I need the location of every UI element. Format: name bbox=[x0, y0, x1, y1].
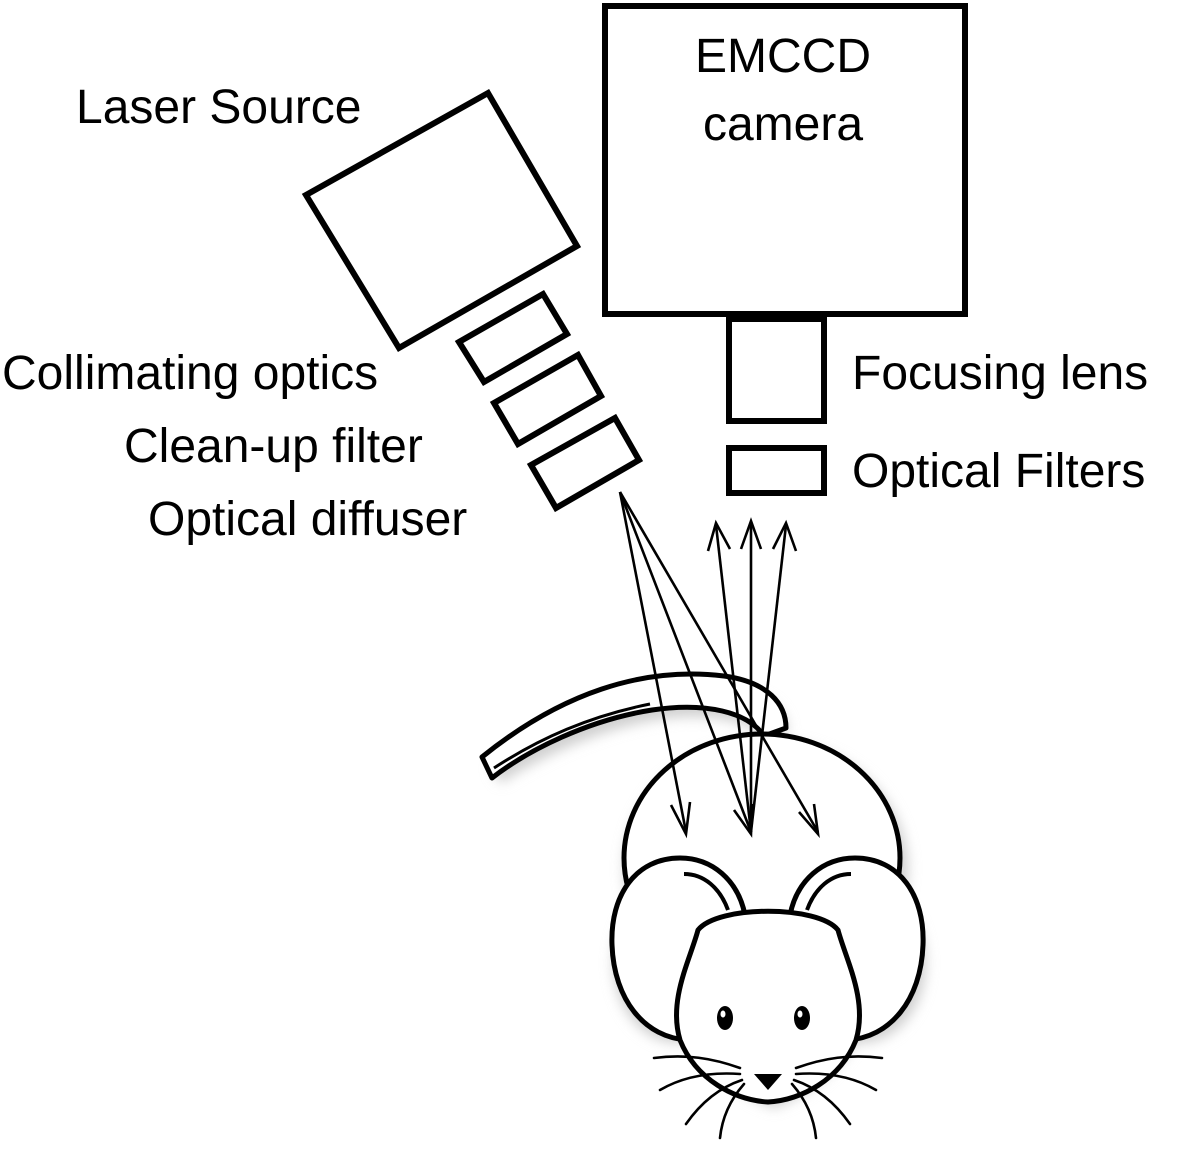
laser-source-label: Laser Source bbox=[76, 81, 362, 134]
mouse-right-eye bbox=[794, 1006, 810, 1030]
mouse-tail bbox=[479, 671, 789, 781]
mouse-nose bbox=[754, 1074, 782, 1090]
focusing-lens-label: Focusing lens bbox=[852, 347, 1148, 400]
optical-diffuser-label: Optical diffuser bbox=[148, 493, 467, 546]
laser-source bbox=[301, 88, 582, 353]
excitation-rays bbox=[618, 491, 820, 839]
mouse-head bbox=[674, 908, 862, 1105]
camera-label-line1: EMCCD bbox=[695, 30, 871, 83]
collimating-optics-label: Collimating optics bbox=[2, 347, 378, 400]
emission-rays bbox=[706, 517, 798, 833]
camera-label-line2: camera bbox=[703, 98, 863, 151]
collimating-optics bbox=[454, 289, 572, 387]
emccd-camera: EMCCD camera bbox=[602, 3, 968, 317]
optical-filters bbox=[726, 445, 827, 496]
mouse-icon bbox=[479, 671, 926, 1140]
cleanup-filter-label: Clean-up filter bbox=[124, 420, 423, 473]
optical-filters-label: Optical Filters bbox=[852, 445, 1145, 498]
cleanup-filter bbox=[489, 350, 606, 449]
focusing-lens bbox=[726, 316, 827, 424]
mouse-left-eye bbox=[717, 1006, 733, 1030]
mouse-whiskers bbox=[652, 1055, 884, 1140]
optical-diffuser bbox=[526, 413, 644, 513]
